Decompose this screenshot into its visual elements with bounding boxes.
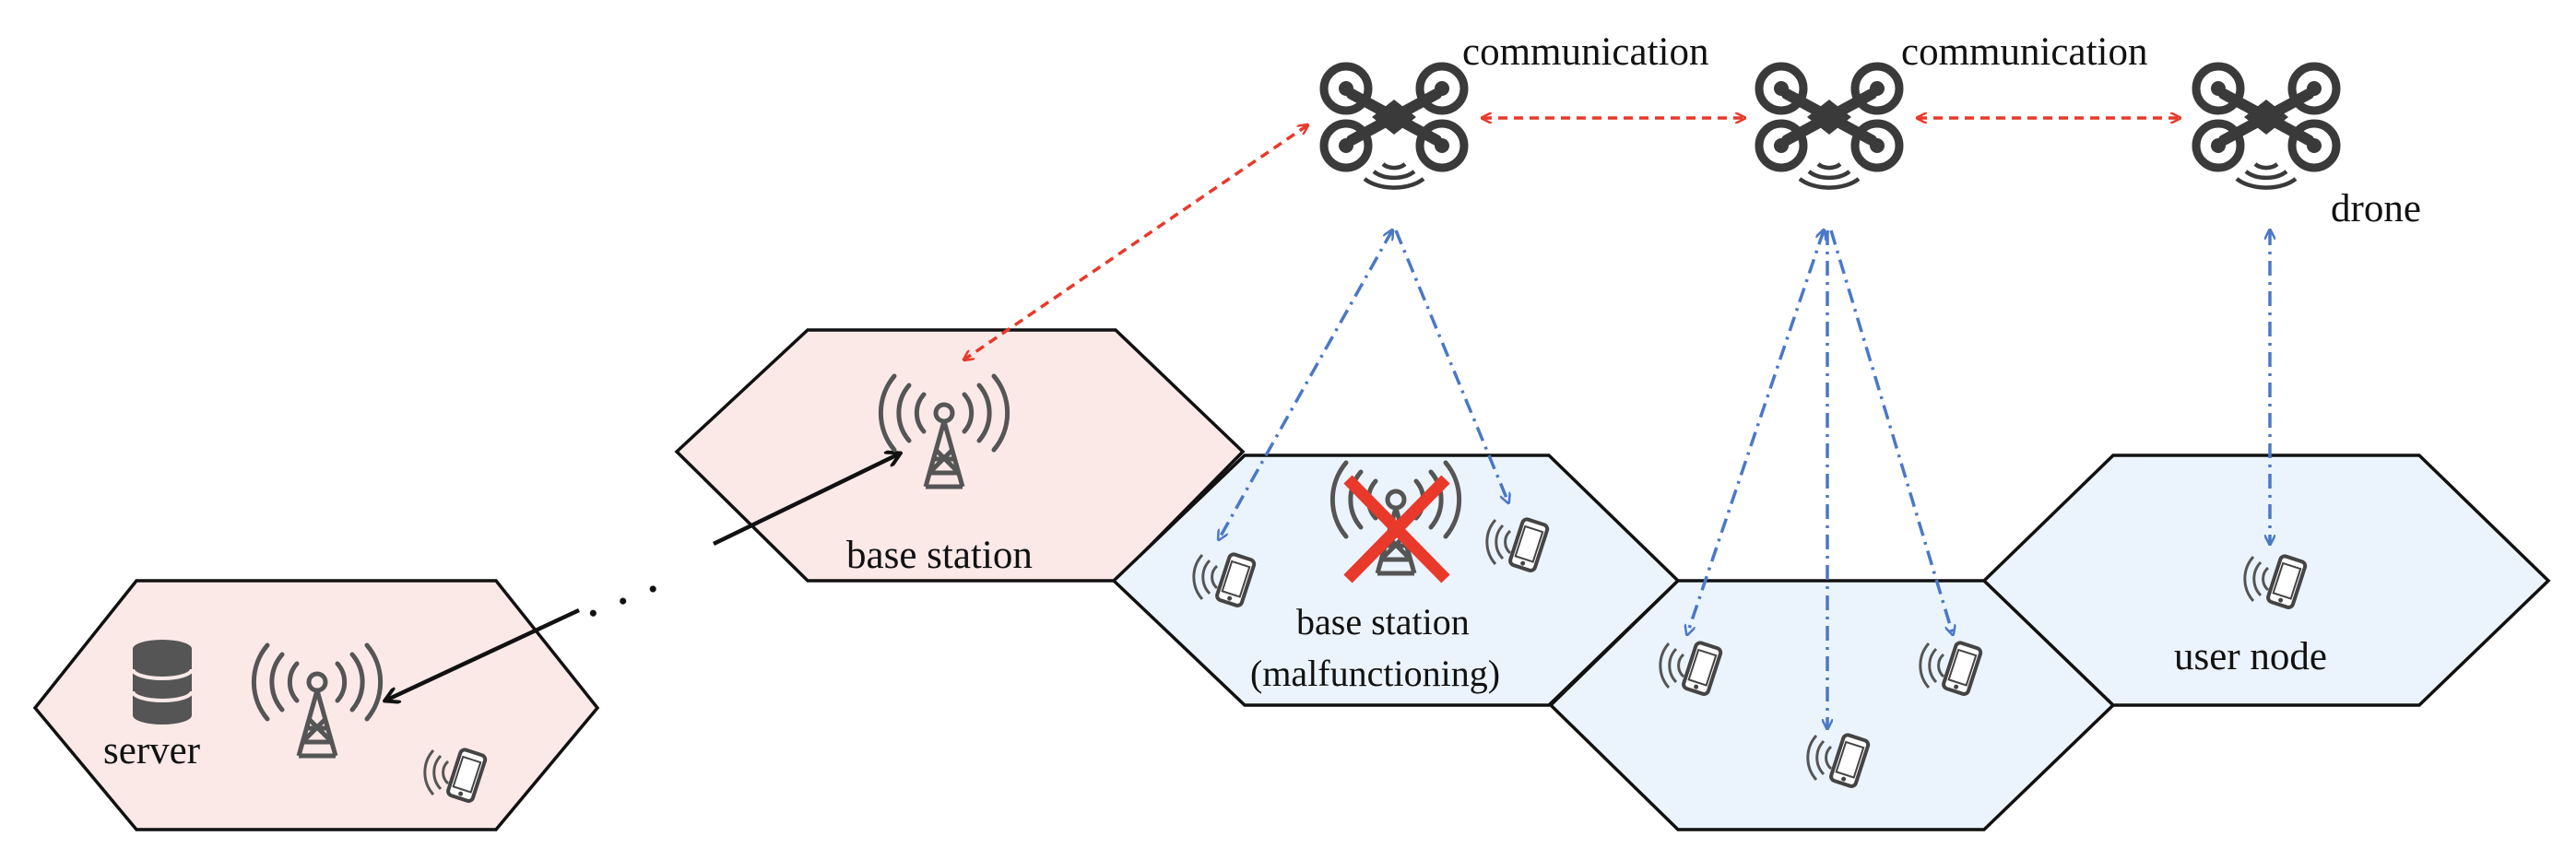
server-label: server <box>103 729 200 772</box>
communication-label-2: communication <box>1901 30 2148 74</box>
red-x-icon <box>1343 475 1450 583</box>
malfunction-label-line2: (malfunctioning) <box>1250 653 1500 694</box>
drone-label: drone <box>2331 187 2421 230</box>
drone1-phone-a-link <box>1219 230 1392 539</box>
backhaul-to-server-tower-arrow <box>385 607 580 701</box>
base-station-label: base station <box>846 534 1033 577</box>
communication-label-1: communication <box>1462 30 1709 74</box>
server-cell <box>32 579 600 831</box>
quadcopter-drone-icon <box>2196 66 2336 188</box>
drone1-base-station-link <box>964 125 1307 359</box>
malfunction-label-line1: base station <box>1296 601 1470 642</box>
user-node-label: user node <box>2174 635 2327 678</box>
drone2-phone-c-link <box>1687 230 1824 634</box>
user-node-cell <box>1981 454 2551 707</box>
drone2-phone-e-link <box>1829 230 1953 634</box>
quadcopter-drone-icon <box>1324 66 1464 188</box>
quadcopter-drone-icon <box>1759 66 1899 188</box>
ellipsis-label: · · · <box>573 558 673 645</box>
backhaul-to-base-station-arrow <box>713 454 900 547</box>
drone1-phone-b-link <box>1394 230 1508 502</box>
database-icon <box>131 638 194 726</box>
